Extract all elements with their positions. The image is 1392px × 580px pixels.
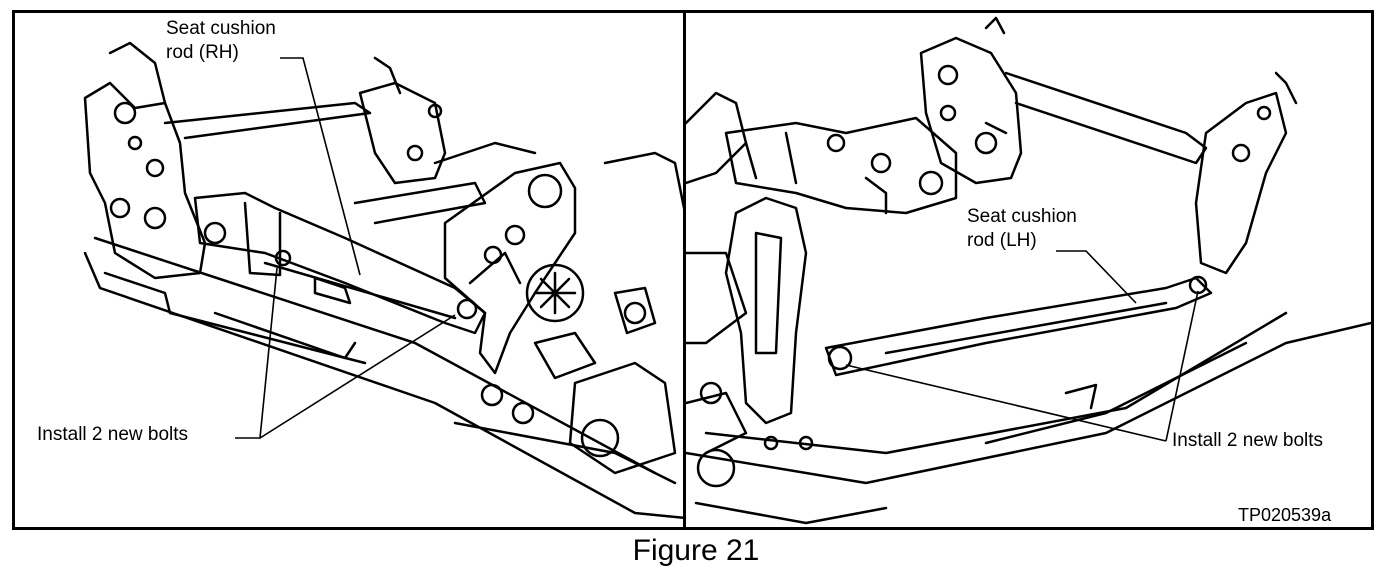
diagram-panel-lh: Seat cushion rod (LH) Install 2 new bolt…	[683, 10, 1374, 530]
seat-cushion-rod-rh-label: Seat cushion rod (RH)	[166, 17, 276, 65]
seat-cushion-rod-lh-label: Seat cushion rod (LH)	[967, 205, 1077, 253]
install-bolts-lh-label: Install 2 new bolts	[1172, 430, 1324, 451]
seat-frame-lh-drawing	[686, 16, 1371, 525]
seat-frame-rh-drawing	[83, 41, 683, 520]
rod-label-line-1: Seat cushion	[967, 206, 1077, 227]
rod-label-line-2: rod (LH)	[967, 230, 1037, 251]
figure-caption: Figure 21	[632, 534, 760, 567]
figure-reference-code: TP020539a	[1238, 505, 1332, 525]
rod-label-line-2: rod (RH)	[166, 42, 239, 63]
diagram-panel-rh: Seat cushion rod (RH) Install 2 new bolt…	[12, 10, 686, 530]
install-bolts-rh-label: Install 2 new bolts	[37, 424, 189, 445]
rod-label-line-1: Seat cushion	[166, 18, 276, 39]
